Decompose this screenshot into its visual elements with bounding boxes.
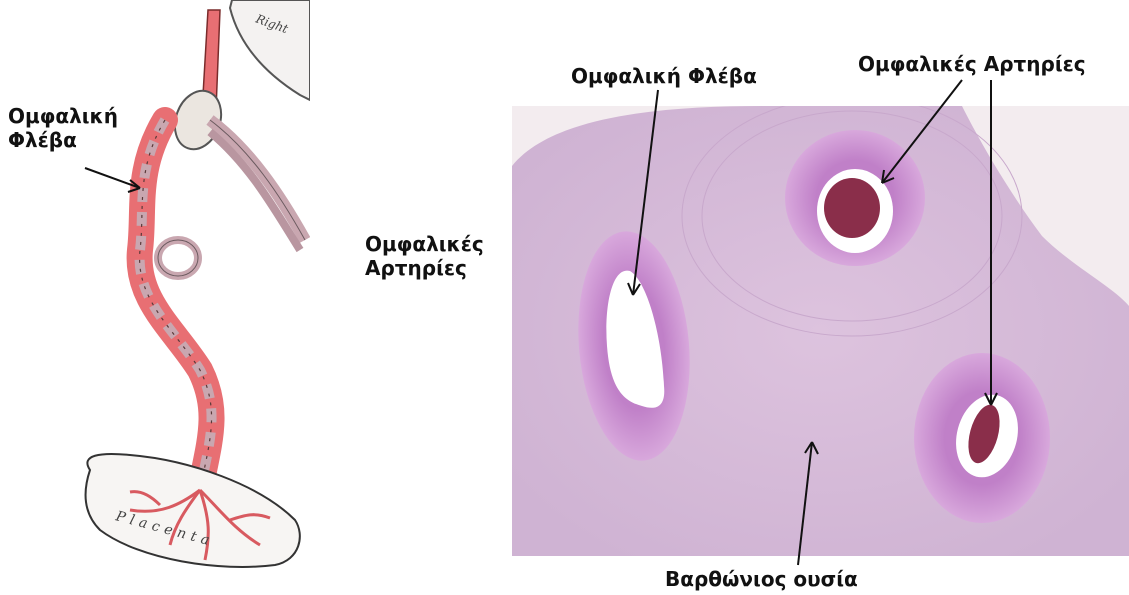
cord-loop-outline [158, 240, 198, 276]
right-arteries-label: Ομφαλικές Αρτηρίες [858, 52, 1086, 76]
histology-cross-section [512, 106, 1129, 556]
right-vein-label: Ομφαλική Φλέβα [571, 64, 757, 88]
cross-section-drawing [512, 106, 1129, 556]
wharton-jelly-label: Βαρθώνιος ουσία [665, 567, 858, 591]
cord-drawing: Right [60, 0, 310, 590]
left-vein-label-line2: Φλέβα [8, 128, 118, 152]
artery-strand-2 [210, 132, 300, 250]
umbilical-cord-illustration: Right [60, 0, 310, 590]
artery1-blood [824, 178, 880, 238]
cord-vein [140, 120, 212, 490]
left-vein-label: Ομφαλική Φλέβα [8, 104, 118, 152]
left-arteries-label: Ομφαλικές Αρτηρίες [365, 232, 484, 280]
left-arteries-label-line1: Ομφαλικές [365, 232, 484, 256]
left-vein-label-line1: Ομφαλική [8, 104, 118, 128]
left-arteries-label-line2: Αρτηρίες [365, 256, 484, 280]
